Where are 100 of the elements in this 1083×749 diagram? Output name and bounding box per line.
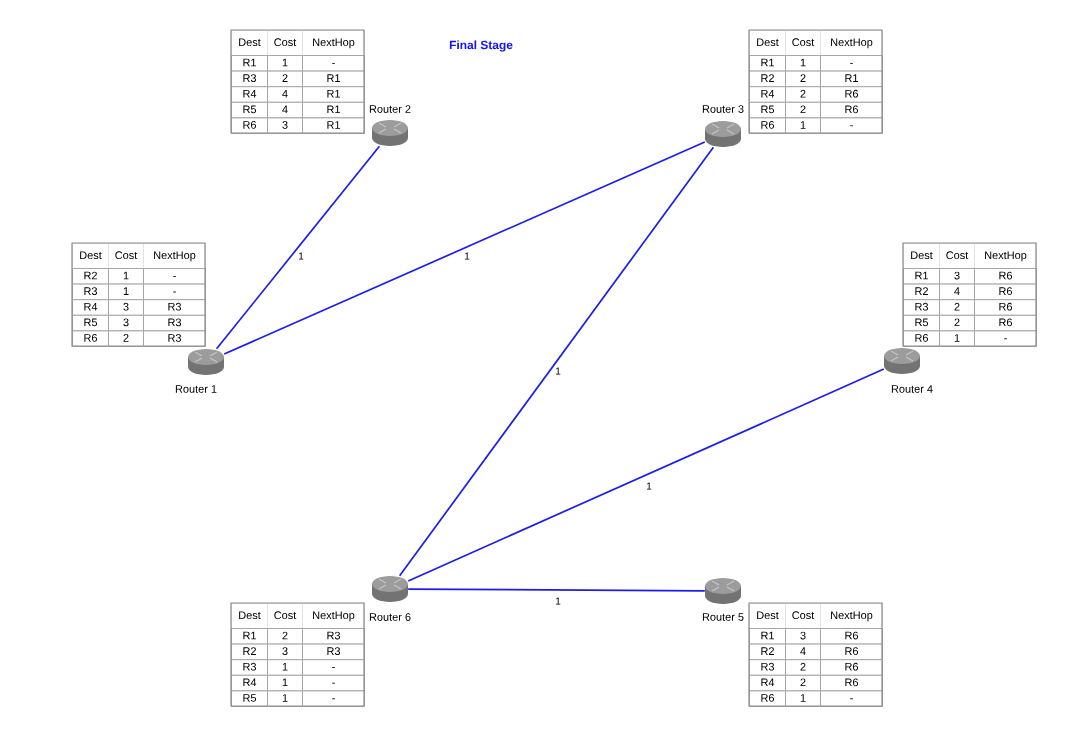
table-cell: 1 — [267, 690, 303, 707]
table-cell: R6 — [749, 117, 786, 134]
table-cell: 4 — [785, 643, 821, 661]
edge-label: 1 — [463, 251, 471, 261]
table-cell: - — [302, 659, 365, 676]
table-cell: R4 — [749, 86, 786, 103]
table-cell: R3 — [231, 659, 268, 676]
table-cell: - — [143, 283, 206, 301]
table-cell: R6 — [820, 86, 883, 103]
table-cell: R1 — [903, 268, 940, 285]
table-cell: 3 — [108, 314, 144, 332]
table-cell: R3 — [143, 330, 206, 347]
table-cell: 2 — [939, 314, 975, 332]
table-cell: R6 — [820, 674, 883, 692]
table-cell: 4 — [267, 86, 303, 103]
table-cell: R5 — [72, 314, 109, 332]
table-header-cell: NextHop — [974, 243, 1037, 269]
table-cell: R4 — [231, 674, 268, 692]
table-cell: 2 — [785, 101, 821, 119]
link-line — [407, 368, 885, 582]
table-cell: R3 — [143, 314, 206, 332]
table-cell: - — [820, 690, 883, 707]
table-cell: 1 — [108, 283, 144, 301]
table-cell: 1 — [267, 674, 303, 692]
table-cell: - — [143, 268, 206, 285]
table-cell: R6 — [903, 330, 940, 347]
table-cell: R5 — [231, 690, 268, 707]
table-cell: 1 — [939, 330, 975, 347]
title: Final Stage — [449, 40, 513, 52]
table-cell: R1 — [231, 55, 268, 72]
table-cell: 2 — [108, 330, 144, 347]
table-cell: R3 — [231, 70, 268, 88]
table-cell: 2 — [267, 70, 303, 88]
link-line — [407, 588, 706, 592]
table-cell: - — [820, 117, 883, 134]
table-cell: R6 — [974, 283, 1037, 301]
edge-label: 1 — [554, 366, 562, 376]
table-cell: R3 — [903, 299, 940, 316]
router-label: Router 4 — [891, 385, 933, 393]
table-cell: R4 — [72, 299, 109, 316]
table-cell: R2 — [749, 643, 786, 661]
table-cell: 1 — [267, 659, 303, 676]
table-cell: R6 — [231, 117, 268, 134]
table-cell: 1 — [785, 55, 821, 72]
table-cell: - — [820, 55, 883, 72]
table-cell: R6 — [820, 643, 883, 661]
table-cell: R6 — [820, 628, 883, 645]
table-cell: 3 — [939, 268, 975, 285]
table-cell: - — [974, 330, 1037, 347]
table-cell: R2 — [749, 70, 786, 88]
router-label: Router 1 — [175, 385, 217, 393]
table-cell: R2 — [903, 283, 940, 301]
table-cell: - — [302, 690, 365, 707]
table-cell: R5 — [749, 101, 786, 119]
table-cell: 3 — [267, 117, 303, 134]
table-cell: R1 — [820, 70, 883, 88]
table-cell: R5 — [231, 101, 268, 119]
table-header-cell: Cost — [785, 603, 821, 629]
link-line — [223, 141, 706, 355]
table-cell: R6 — [749, 690, 786, 707]
table-cell: 4 — [267, 101, 303, 119]
table-header-cell: Cost — [267, 30, 303, 56]
table-cell: R3 — [749, 659, 786, 676]
link-line — [398, 146, 715, 577]
table-header-cell: NextHop — [302, 30, 365, 56]
link-line — [215, 145, 381, 350]
table-cell: R1 — [302, 86, 365, 103]
table-cell: 4 — [939, 283, 975, 301]
edge-label: 1 — [645, 481, 653, 491]
table-cell: R6 — [974, 299, 1037, 316]
router-label: Router 3 — [702, 105, 744, 113]
table-cell: R3 — [302, 628, 365, 645]
table-header-cell: Cost — [785, 30, 821, 56]
table-cell: R1 — [302, 117, 365, 134]
table-cell: R4 — [231, 86, 268, 103]
table-cell: R1 — [302, 70, 365, 88]
table-cell: 1 — [785, 690, 821, 707]
table-cell: R3 — [72, 283, 109, 301]
table-cell: - — [302, 674, 365, 692]
table-header-cell: Cost — [939, 243, 975, 269]
table-cell: R1 — [749, 628, 786, 645]
router-label: Router 6 — [369, 613, 411, 621]
table-header-cell: NextHop — [820, 30, 883, 56]
table-cell: 3 — [785, 628, 821, 645]
edge-label: 1 — [554, 596, 562, 606]
table-cell: R1 — [749, 55, 786, 72]
table-cell: 2 — [939, 299, 975, 316]
table-cell: R5 — [903, 314, 940, 332]
table-cell: - — [302, 55, 365, 72]
table-cell: R6 — [974, 268, 1037, 285]
table-cell: R4 — [749, 674, 786, 692]
table-cell: R2 — [72, 268, 109, 285]
table-header-cell: Cost — [267, 603, 303, 629]
table-cell: R1 — [302, 101, 365, 119]
router-label: Router 5 — [702, 613, 744, 621]
table-cell: R6 — [72, 330, 109, 347]
table-header-cell: NextHop — [143, 243, 206, 269]
table-cell: 3 — [108, 299, 144, 316]
table-header-cell: NextHop — [820, 603, 883, 629]
table-cell: 2 — [267, 628, 303, 645]
